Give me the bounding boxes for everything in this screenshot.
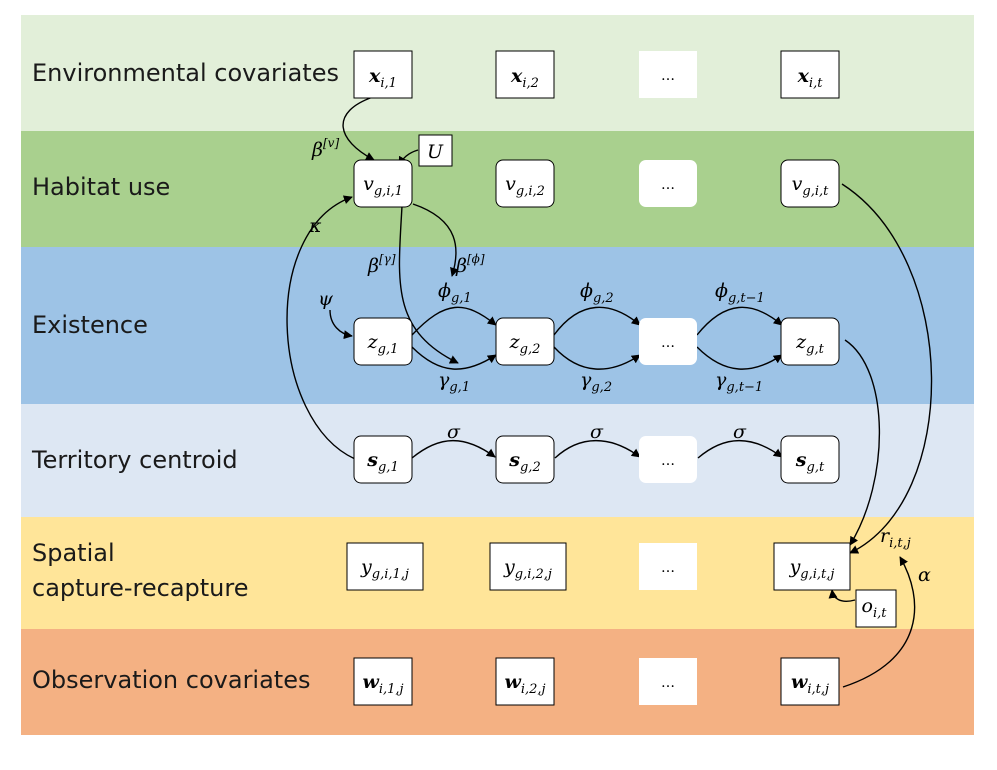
node-w-i-2-j-label: wi,2,j: [504, 671, 545, 697]
edge-psi-to-z1: [329, 309, 353, 340]
label-gamma-g-t-1: γg,t−1: [715, 369, 763, 395]
node-v-g-i-1-box: [353, 159, 413, 208]
node-v-g-i-2-box: [495, 159, 555, 208]
edge-x1-to-v1: [342, 96, 375, 161]
node-U-box: [418, 134, 453, 167]
node-z-ellipsis-label: …: [661, 335, 675, 351]
edge-z1-to-z2-phi: [411, 306, 497, 336]
edge-s2-to-s3: [554, 440, 641, 459]
label-phi-g-2: ϕg,2: [580, 280, 614, 306]
node-w-i-2-j-box: [495, 657, 555, 706]
band-label-existence: Existence: [32, 311, 148, 339]
label-phi-g-1: ϕg,1: [438, 280, 472, 306]
edge-z3-to-z4-phi: [696, 306, 783, 336]
node-o-i-t-box: [855, 589, 897, 628]
node-z-g-1-label: zg,1: [367, 331, 399, 357]
band-label-observation-covariates: Observation covariates: [32, 666, 311, 694]
band-label-territory-centroid: Territory centroid: [32, 446, 238, 474]
node-y-g-i-t-j-box: [773, 542, 851, 591]
node-w-i-1-j-label: wi,1,j: [362, 671, 403, 697]
node-x-i-t-label: xi,t: [797, 65, 824, 91]
label-sigma-1: σ: [447, 421, 461, 443]
node-x-i-1-label: xi,1: [368, 65, 397, 91]
node-y-g-i-t-j-label: yg,i,t,j: [789, 556, 835, 582]
node-y-g-i-2-j-label: yg,i,2,j: [503, 556, 552, 582]
label-beta-gamma: β[γ]: [367, 252, 396, 277]
node-x-i-1-box: [353, 50, 413, 99]
node-s-g-1-label: sg,1: [366, 449, 398, 475]
node-z-ellipsis-box: [639, 318, 697, 365]
edges: [286, 96, 933, 688]
node-y-g-i-1-j-box: [346, 542, 424, 591]
node-s-ellipsis-label: …: [661, 453, 675, 469]
node-x-ellipsis-label: …: [661, 68, 675, 84]
edge-z2-to-z3-phi: [553, 306, 641, 336]
node-o-i-t-label: oi,t: [862, 595, 888, 621]
node-w-ellipsis-label: …: [661, 675, 675, 691]
edge-labels: β[v] κ β[γ] β[ϕ] ψ ϕg,1 ϕg,2 ϕg,t−1 γg,1…: [308, 136, 931, 586]
edge-v4-to-y4: [841, 183, 933, 554]
node-s-g-2-box: [495, 435, 555, 484]
label-beta-phi: β[ϕ]: [455, 252, 485, 277]
node-v-ellipsis-box: [639, 160, 697, 207]
label-psi: ψ: [318, 288, 334, 310]
label-gamma-g-1: γg,1: [438, 369, 470, 395]
node-s-ellipsis-box: [639, 436, 697, 483]
edge-v1-to-z2-beta-gamma: [398, 205, 459, 364]
node-v-g-i-1-label: vg,i,1: [363, 173, 403, 199]
nodes: xi,1 xi,2 … xi,t U vg,i,1 vg,i,2 … vg,i,…: [346, 50, 897, 706]
node-s-g-1-box: [353, 435, 413, 484]
node-v-g-i-t-box: [780, 159, 840, 208]
edge-z2-to-z3-gamma: [553, 346, 641, 370]
node-z-g-1-box: [353, 317, 413, 366]
band-label-spatial: Spatial: [32, 539, 115, 567]
node-w-ellipsis-box: [639, 658, 697, 705]
node-x-ellipsis-box: [639, 51, 697, 98]
edge-v1-to-phi1-beta-phi: [412, 203, 459, 277]
node-s-g-t-label: sg,t: [795, 449, 825, 475]
node-w-i-1-j-box: [353, 657, 413, 706]
node-x-i-2-box: [495, 50, 555, 99]
label-gamma-g-2: γg,2: [580, 369, 612, 395]
node-y-g-i-2-j-box: [489, 542, 567, 591]
node-s-g-2-label: sg,2: [508, 449, 540, 475]
node-v-g-i-2-label: vg,i,2: [505, 173, 545, 199]
edge-w4-to-alpha: [842, 556, 916, 688]
node-w-i-t-j-box: [780, 657, 840, 706]
node-y-ellipsis-box: [639, 543, 697, 590]
node-y-ellipsis-label: …: [661, 560, 675, 576]
node-z-g-2-label: zg,2: [509, 331, 541, 357]
band-label-capture-recapture: capture-recapture: [32, 574, 249, 602]
node-z-g-t-box: [780, 317, 840, 366]
node-x-i-2-label: xi,2: [510, 65, 539, 91]
label-sigma-2: σ: [590, 421, 604, 443]
node-v-g-i-t-label: vg,i,t: [792, 173, 829, 199]
edge-s1-to-s2: [411, 439, 496, 459]
node-v-ellipsis-label: …: [661, 177, 675, 193]
label-r-i-t-j: ri,t,j: [880, 525, 911, 551]
node-x-i-t-box: [780, 50, 840, 99]
node-y-g-i-1-j-label: yg,i,1,j: [360, 556, 409, 582]
node-U-label: U: [427, 141, 444, 163]
node-z-g-2-box: [495, 317, 555, 366]
edge-s3-to-s4: [697, 439, 783, 459]
edge-z3-to-z4-gamma: [696, 346, 783, 370]
band-label-habitat-use: Habitat use: [32, 173, 171, 201]
label-phi-g-t-1: ϕg,t−1: [715, 280, 765, 306]
edge-o-to-y4: [828, 589, 856, 602]
edge-z1-to-z2-gamma: [411, 346, 497, 370]
node-z-g-t-label: zg,t: [795, 331, 824, 357]
label-kappa: κ: [308, 215, 322, 237]
label-alpha: α: [918, 564, 931, 586]
label-sigma-3: σ: [733, 421, 747, 443]
label-beta-v: β[v]: [311, 136, 339, 161]
node-w-i-t-j-label: wi,t,j: [791, 671, 829, 697]
node-s-g-t-box: [780, 435, 840, 484]
edge-s1-to-v1-kappa: [286, 195, 356, 460]
edge-z4-to-y4: [844, 339, 881, 546]
band-label-environmental-covariates: Environmental covariates: [32, 59, 339, 87]
